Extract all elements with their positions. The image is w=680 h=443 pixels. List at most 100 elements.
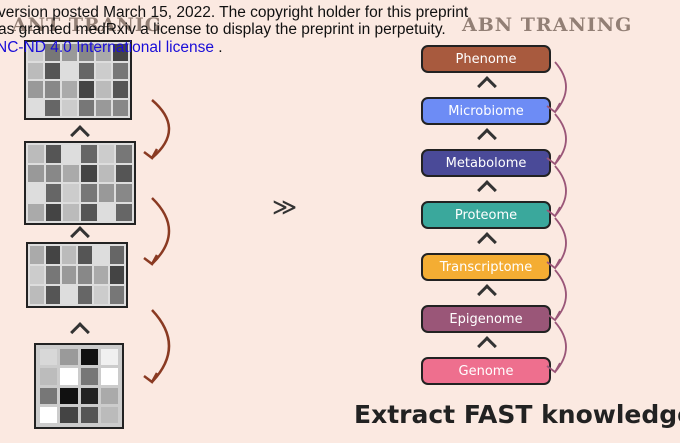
omics-box-metabolome: Metabolome: [421, 149, 551, 177]
chevron-right-double-icon: ≫: [272, 193, 298, 221]
feature-cell: [78, 286, 92, 304]
feature-cell: [79, 44, 94, 61]
feature-cell: [45, 99, 60, 116]
diagram-title: Extract FAST knowledge: [354, 400, 680, 429]
feature-cell: [30, 266, 44, 284]
feature-cell: [98, 145, 115, 163]
feature-cell: [78, 266, 92, 284]
flow-arrow-left-head: [143, 372, 159, 384]
feature-cell: [113, 62, 128, 79]
feature-cell: [96, 44, 111, 61]
feature-cell: [30, 246, 44, 264]
flow-arrow-right: [554, 321, 567, 373]
pixel-cell: [100, 349, 118, 366]
feature-cell: [81, 145, 97, 163]
feature-cell: [63, 164, 79, 182]
feature-cell: [62, 44, 77, 61]
overlay-heading-left: ANT TRANIG: [12, 14, 163, 36]
feature-cell: [28, 164, 44, 182]
feature-cell: [28, 99, 43, 116]
pixel-cell: [80, 406, 98, 423]
feature-panel-edges: [26, 242, 128, 308]
pixel-cell: [40, 406, 58, 423]
pixel-cell: [60, 349, 78, 366]
feature-cell: [113, 81, 128, 98]
feature-cell: [46, 286, 60, 304]
feature-cell: [79, 99, 94, 116]
feature-cell: [116, 164, 132, 182]
pixel-cell: [100, 368, 118, 385]
feature-cell: [46, 266, 60, 284]
feature-panel-pixels: [34, 343, 124, 429]
feature-cell: [45, 145, 62, 163]
flow-arrow-right: [554, 217, 567, 269]
feature-cell: [79, 81, 94, 98]
feature-cell: [94, 286, 108, 304]
feature-cell: [62, 99, 77, 116]
caret-up-icon: [70, 322, 90, 342]
feature-cell: [28, 44, 43, 61]
pixel-cell: [100, 387, 118, 404]
feature-cell: [45, 62, 60, 79]
notice-line-2: as granted medRxiv a license to display …: [0, 21, 446, 38]
feature-hierarchy-stack: [24, 0, 136, 443]
caret-up-icon: [477, 284, 497, 304]
feature-cell: [113, 44, 128, 61]
feature-cell: [62, 286, 76, 304]
flow-arrow-right: [554, 113, 567, 165]
pixel-cell: [60, 387, 78, 404]
feature-cell: [81, 184, 97, 202]
feature-cell: [62, 81, 77, 98]
feature-cell: [62, 62, 77, 79]
flow-arrow-left: [151, 197, 171, 265]
feature-cell: [98, 203, 115, 221]
omics-box-genome: Genome: [421, 357, 551, 385]
feature-cell: [110, 246, 124, 264]
pixel-cell: [80, 349, 98, 366]
feature-cell: [63, 184, 79, 202]
notice-line-3: NC-ND 4.0 International license .: [0, 39, 223, 56]
feature-cell: [116, 145, 132, 163]
feature-cell: [79, 62, 94, 79]
feature-panel-faces: [24, 40, 132, 120]
flow-arrow-left-head: [143, 148, 159, 160]
feature-cell: [113, 99, 128, 116]
pixel-cell: [100, 406, 118, 423]
feature-cell: [98, 164, 115, 182]
feature-cell: [45, 44, 60, 61]
feature-cell: [28, 184, 44, 202]
feature-cell: [116, 203, 132, 221]
caret-up-icon: [477, 76, 497, 96]
pixel-cell: [40, 368, 58, 385]
feature-cell: [96, 81, 111, 98]
flow-arrow-right: [554, 269, 567, 321]
feature-cell: [78, 246, 92, 264]
feature-cell: [98, 184, 115, 202]
feature-cell: [63, 203, 79, 221]
feature-cell: [96, 99, 111, 116]
license-link[interactable]: NC-ND 4.0 International license: [0, 39, 214, 56]
feature-cell: [45, 81, 60, 98]
omics-box-transcriptome: Transcriptome: [421, 253, 551, 281]
feature-cell: [62, 266, 76, 284]
flow-arrow-right: [554, 165, 567, 217]
pixel-cell: [80, 387, 98, 404]
omics-box-microbiome: Microbiome: [421, 97, 551, 125]
flow-arrow-left: [151, 99, 171, 159]
pixel-cell: [40, 387, 58, 404]
feature-cell: [81, 203, 97, 221]
feature-cell: [62, 246, 76, 264]
feature-cell: [94, 246, 108, 264]
flow-arrow-left: [151, 309, 171, 383]
pixel-cell: [60, 368, 78, 385]
feature-cell: [45, 164, 62, 182]
feature-cell: [28, 62, 43, 79]
flow-arrow-left-head: [143, 254, 159, 266]
omics-box-epigenome: Epigenome: [421, 305, 551, 333]
omics-box-proteome: Proteome: [421, 201, 551, 229]
feature-cell: [110, 286, 124, 304]
feature-cell: [63, 145, 79, 163]
notice-line-1: version posted March 15, 2022. The copyr…: [0, 4, 469, 21]
feature-cell: [94, 266, 108, 284]
feature-panel-parts: [24, 141, 136, 225]
